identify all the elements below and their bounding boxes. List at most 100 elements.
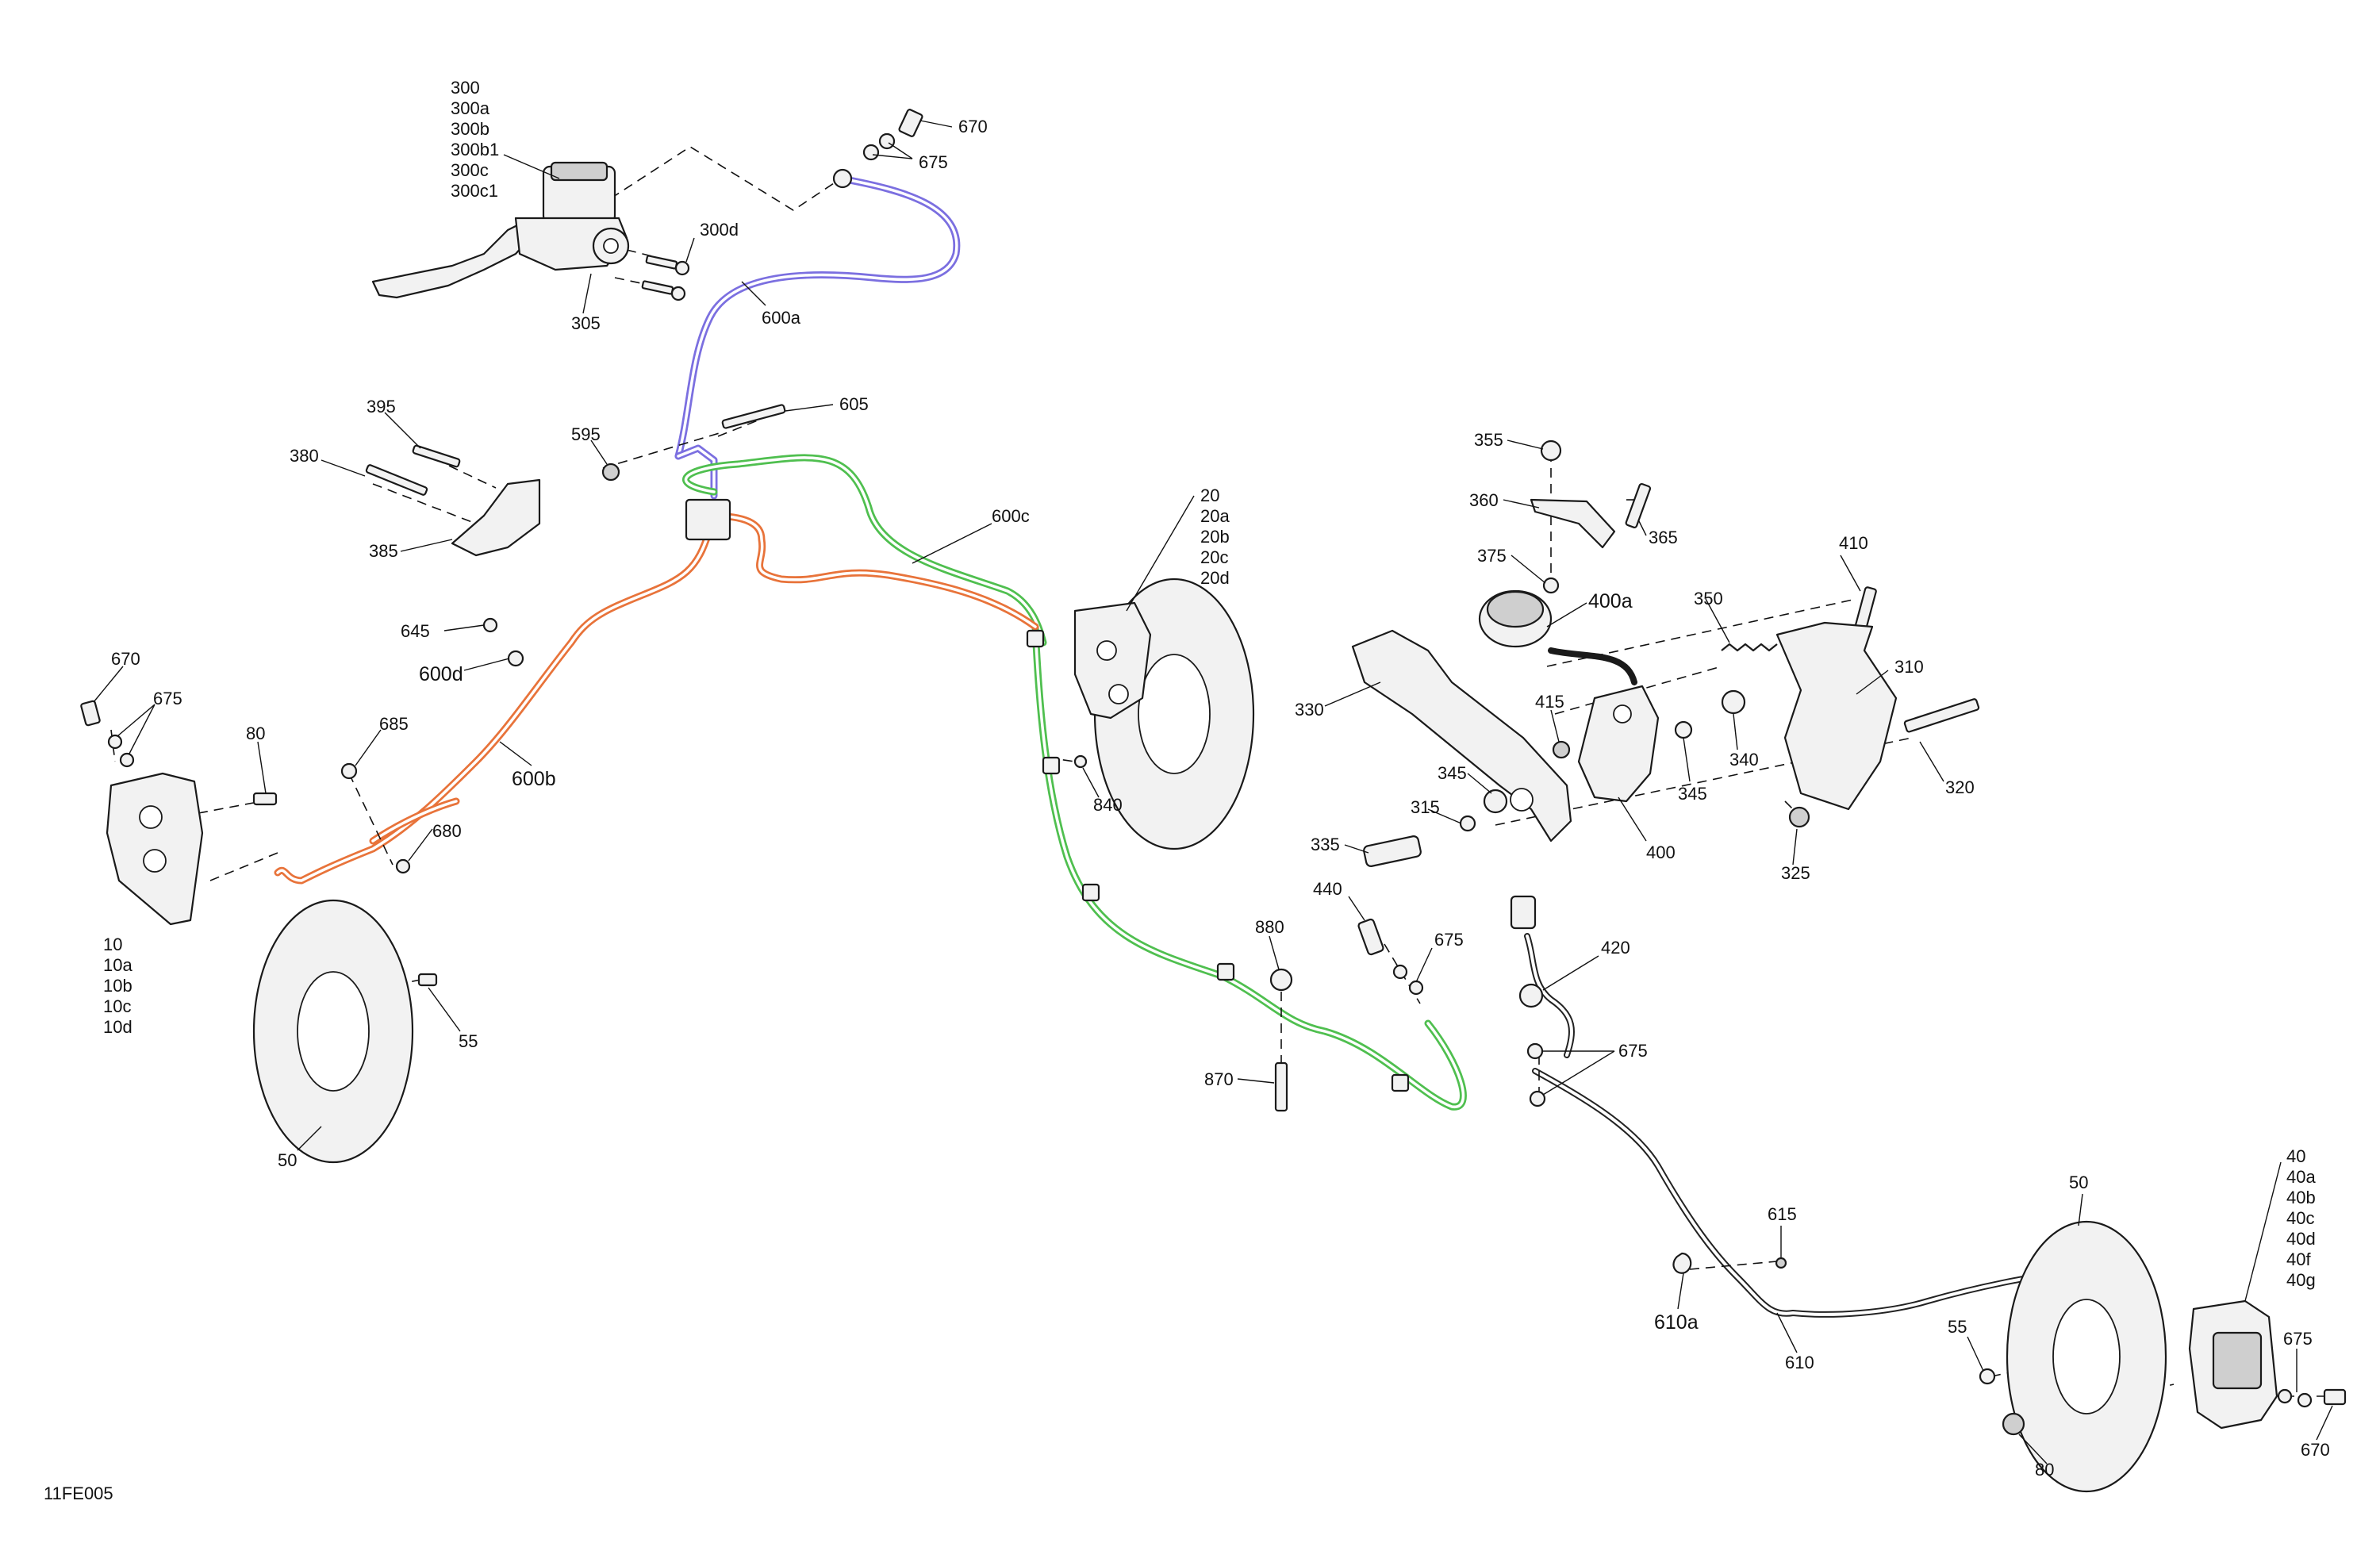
label-670-rear: 670 xyxy=(2301,1440,2330,1460)
label-400: 400 xyxy=(1646,843,1676,862)
bolt-685 xyxy=(340,762,358,780)
leader-600b xyxy=(499,741,532,766)
label-20b: 20b xyxy=(1200,527,1230,547)
label-20: 20 xyxy=(1200,486,1219,505)
leader-870 xyxy=(1237,1078,1275,1084)
guide-680-685 xyxy=(348,773,393,866)
rear-line-clips xyxy=(1672,1252,1787,1274)
washer-675-rear-2 xyxy=(1529,1090,1546,1107)
leader-310 xyxy=(1856,670,1889,695)
label-345-right: 345 xyxy=(1678,784,1707,804)
label-50-rear: 50 xyxy=(2069,1173,2088,1192)
label-595: 595 xyxy=(571,424,601,444)
caliper20-hole-2 xyxy=(1108,684,1129,704)
bolts-300d xyxy=(641,255,690,301)
bolt-365 xyxy=(1625,482,1652,528)
leader-675b-1 xyxy=(117,704,155,737)
brake-line-600a-core xyxy=(677,177,958,458)
washer-675-switch-1 xyxy=(1392,964,1408,980)
leader-600c xyxy=(912,523,992,564)
label-400a: 400a xyxy=(1588,590,1633,612)
bolt-300d-head-1 xyxy=(674,260,690,276)
leader-610a xyxy=(1677,1272,1684,1310)
leader-50a xyxy=(297,1126,322,1151)
label-325: 325 xyxy=(1781,863,1810,883)
leader-350 xyxy=(1705,598,1730,643)
leader-55a xyxy=(428,987,461,1032)
leader-40 xyxy=(2244,1161,2282,1302)
rear-brake-pedal-assembly xyxy=(1351,439,1980,867)
bracket-385 xyxy=(451,478,541,557)
label-300b1: 300b1 xyxy=(451,140,499,159)
hose-clip-4 xyxy=(1216,962,1235,981)
leader-385 xyxy=(400,539,453,552)
abs-connector xyxy=(1510,895,1537,930)
label-10c: 10c xyxy=(103,996,131,1016)
label-310: 310 xyxy=(1894,657,1924,677)
label-305: 305 xyxy=(571,313,601,333)
leader-410 xyxy=(1840,555,1861,592)
nut-595 xyxy=(601,463,620,482)
rear-caliper-40-pad xyxy=(2212,1331,2263,1390)
label-870: 870 xyxy=(1204,1069,1234,1089)
leader-80a xyxy=(257,741,267,794)
leader-320 xyxy=(1919,741,1944,782)
banjo-bolt-670-rear xyxy=(2323,1388,2347,1406)
label-675-left: 675 xyxy=(153,689,182,708)
leader-395 xyxy=(384,412,421,449)
brake-line-600c xyxy=(682,454,1467,1111)
banjo-bolt-670-top xyxy=(898,109,923,137)
label-40f: 40f xyxy=(2286,1249,2311,1269)
hose-clips xyxy=(340,617,1410,1092)
brake-disc-50-rear-hub xyxy=(2052,1299,2121,1414)
front-right-caliper xyxy=(1073,601,1152,720)
brake-line-600b-path xyxy=(274,524,714,885)
label-300c1: 300c1 xyxy=(451,181,498,201)
label-20d: 20d xyxy=(1200,568,1230,588)
hose-clip-2 xyxy=(1042,756,1061,775)
label-40a: 40a xyxy=(2286,1167,2316,1187)
bolt-320 xyxy=(1903,698,1980,733)
hose-clip-5 xyxy=(1391,1073,1410,1092)
nut-80-rear xyxy=(2002,1412,2025,1436)
label-380: 380 xyxy=(290,446,319,466)
label-395: 395 xyxy=(367,397,396,416)
label-340: 340 xyxy=(1729,750,1759,770)
leader-400a xyxy=(1546,602,1587,628)
label-80-rear: 80 xyxy=(2035,1460,2054,1480)
leader-330 xyxy=(1324,681,1381,707)
leader-670c xyxy=(2316,1405,2333,1441)
label-600b: 600b xyxy=(512,768,556,790)
label-415: 415 xyxy=(1535,692,1564,712)
label-440: 440 xyxy=(1313,879,1342,899)
leader-840 xyxy=(1082,767,1100,798)
label-345-left: 345 xyxy=(1438,763,1467,783)
leader-345b xyxy=(1683,737,1691,782)
leader-600a xyxy=(741,281,766,306)
clip-610a xyxy=(1672,1252,1692,1274)
junction-block xyxy=(685,498,731,541)
label-300d: 300d xyxy=(700,220,739,240)
label-40: 40 xyxy=(2286,1146,2305,1166)
label-355: 355 xyxy=(1474,430,1503,450)
label-320: 320 xyxy=(1945,777,1975,797)
label-80-left: 80 xyxy=(246,724,265,743)
label-365: 365 xyxy=(1649,528,1678,547)
label-840: 840 xyxy=(1093,795,1123,815)
master-cylinder-clamp-hole xyxy=(603,238,619,254)
bolt-55-rear xyxy=(1979,1368,1996,1385)
brake-junction-block xyxy=(601,404,786,541)
label-410: 410 xyxy=(1839,533,1868,553)
leader-685 xyxy=(355,729,382,766)
label-375: 375 xyxy=(1477,546,1507,566)
leader-300d xyxy=(685,237,695,263)
crush-washer-675-left-2 xyxy=(119,752,135,768)
leader-600d xyxy=(463,658,510,671)
label-610a: 610a xyxy=(1654,1311,1699,1334)
leader-365 xyxy=(1637,519,1647,536)
label-645: 645 xyxy=(401,621,430,641)
front-left-caliper xyxy=(80,700,278,926)
rear-caliper-and-disc xyxy=(1979,1220,2347,1493)
leader-675a-1 xyxy=(888,142,913,159)
label-20c: 20c xyxy=(1200,547,1228,567)
